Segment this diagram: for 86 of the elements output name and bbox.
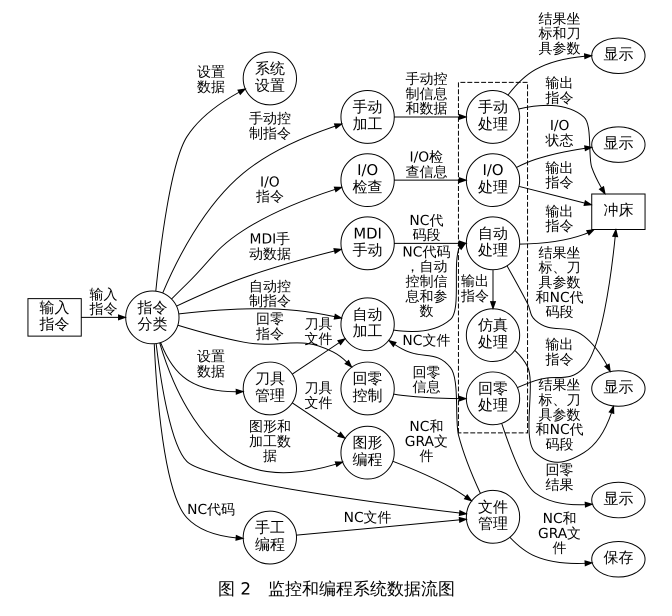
node-circle: 自动加工 <box>340 297 394 352</box>
arrow <box>162 123 343 294</box>
node-circle: 回零控制 <box>340 362 394 416</box>
node-circle: 仿真处理 <box>465 308 520 362</box>
node-box: 输入指令 <box>26 298 82 337</box>
arrow <box>518 186 592 206</box>
arrow <box>507 53 593 96</box>
arrow <box>514 350 614 463</box>
node-ellipse: 显示 <box>590 370 646 407</box>
node-circle: 图形编程 <box>340 426 394 480</box>
node-circle: 手工编程 <box>242 510 296 564</box>
edge-label: 图形和加工数据 <box>248 419 290 465</box>
edge-label: 结果坐标和刀具参数 <box>538 11 580 57</box>
edge-label: 回零信息 <box>412 364 440 396</box>
arrow <box>296 516 468 536</box>
edge-label: NC代码 <box>186 502 235 518</box>
arrow <box>392 394 467 402</box>
edge-label: 输出指令 <box>545 76 574 106</box>
arrow <box>393 240 468 246</box>
edge-label: 结果坐标、刀具参数和NC代码段 <box>535 378 584 453</box>
node-circle: 系统设置 <box>242 52 296 106</box>
edge-label: 结果坐标、刀具参数和NC代码段 <box>535 245 584 321</box>
node-circle: I/O检查 <box>340 153 394 208</box>
edge-label: 输出指令 <box>545 337 574 368</box>
edge-label: I/O检查信息 <box>404 150 447 180</box>
edge-label: 自动控制指令 <box>248 278 290 310</box>
edge-label: NC代码，自动控制信息和参数 <box>402 244 450 320</box>
arrow <box>518 104 606 196</box>
arrow <box>393 177 468 184</box>
node-circle: 回零处理 <box>465 371 520 426</box>
arrow <box>176 248 342 307</box>
node-circle: I/O处理 <box>465 153 520 208</box>
arrow <box>506 266 610 373</box>
node-ellipse: 显示 <box>590 37 646 74</box>
arrow <box>500 423 594 508</box>
arrow <box>387 340 480 494</box>
arrow <box>155 343 468 516</box>
node-circle: 指令分类 <box>124 290 179 344</box>
edge-label: 回零结果 <box>545 462 574 494</box>
edge-label: 手动控制指令 <box>248 111 290 142</box>
node-circle: 手动加工 <box>340 90 394 144</box>
arrow <box>154 88 246 292</box>
edge-label: 输出指令 <box>460 273 489 304</box>
edge-label: 刀具文件 <box>304 316 332 348</box>
arrow <box>518 228 595 245</box>
edge-label: 输出指令 <box>545 160 574 192</box>
arrow <box>170 186 343 300</box>
edge-label: NC文件 <box>402 333 450 350</box>
edge-label: I/O指令 <box>255 174 284 206</box>
caption: 图 2 监控和编程系统数据流图 <box>218 578 454 598</box>
arrow <box>516 228 618 388</box>
node-ellipse: 显示 <box>590 482 646 518</box>
arrow <box>509 536 594 566</box>
edge-label: 回零指令 <box>255 312 284 342</box>
arrow <box>160 342 244 395</box>
edge-label: NC和GRA文件 <box>404 419 448 465</box>
node-circle: MDI手动 <box>340 216 394 270</box>
arrow <box>393 114 468 120</box>
arrow <box>489 270 496 310</box>
node-ellipse: 保存 <box>590 541 646 578</box>
edge-label: I/O状态 <box>545 118 574 149</box>
edge-label: 手动控制信息和数据 <box>404 72 447 118</box>
edge-label: NC代码段 <box>408 212 443 244</box>
node-circle: 自动处理 <box>465 216 520 270</box>
arrow <box>292 402 346 439</box>
node-circle: 文件管理 <box>465 490 520 544</box>
arrow <box>176 324 352 368</box>
edge-label: 输入指令 <box>88 286 117 318</box>
arrow <box>153 344 244 541</box>
node-circle: 刀具管理 <box>242 362 296 416</box>
node-circle: 手动处理 <box>465 90 520 144</box>
arrow <box>158 342 344 474</box>
arrow <box>392 460 472 502</box>
arrow <box>80 314 126 320</box>
edge-label: 设置数据 <box>196 349 225 380</box>
node-box: 冲床 <box>590 193 646 230</box>
arrow <box>178 308 342 320</box>
arrow <box>292 338 346 374</box>
edge-label: 刀具文件 <box>304 380 332 412</box>
node-ellipse: 显示 <box>590 126 646 163</box>
edge-label: NC文件 <box>343 510 392 526</box>
edge-label: 输出指令 <box>545 204 574 235</box>
edge-label: NC和GRA文件 <box>538 510 581 557</box>
arrow <box>516 145 593 168</box>
edge-label: 设置数据 <box>196 64 225 96</box>
edge-label: MDI手动数据 <box>248 232 290 262</box>
